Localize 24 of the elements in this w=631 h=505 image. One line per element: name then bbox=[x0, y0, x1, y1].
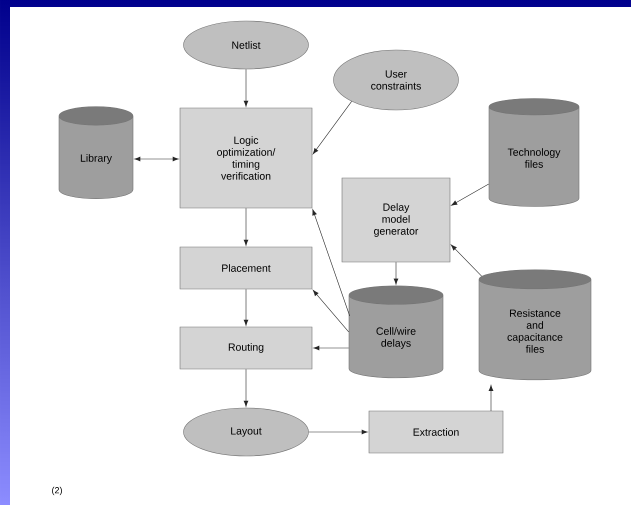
arrow bbox=[394, 262, 398, 285]
process-box: Placement bbox=[180, 246, 312, 290]
arrow bbox=[451, 184, 489, 206]
database-cylinder: Technology files bbox=[488, 98, 580, 207]
process-box: Routing bbox=[180, 326, 312, 370]
database-cylinder: Library bbox=[58, 106, 134, 200]
arrow bbox=[488, 385, 494, 412]
process-box: Delay model generator bbox=[342, 178, 450, 262]
arrow bbox=[308, 430, 368, 434]
database-cylinder: Cell/wire delays bbox=[348, 286, 444, 378]
arrow bbox=[244, 69, 248, 107]
process-box: Extraction bbox=[368, 410, 504, 454]
arrow bbox=[134, 156, 179, 162]
arrow bbox=[313, 346, 349, 350]
arrow bbox=[312, 101, 352, 154]
arrow bbox=[244, 208, 248, 246]
arrow bbox=[450, 244, 482, 276]
arrow bbox=[312, 209, 350, 316]
database-cylinder: Resistance and capacitance files bbox=[478, 270, 592, 380]
process-box: Logic optimization/ timing verification bbox=[180, 108, 312, 208]
arrow bbox=[244, 369, 248, 407]
figure-number: (2) bbox=[52, 486, 62, 496]
arrow bbox=[244, 289, 248, 326]
arrow bbox=[312, 290, 349, 332]
